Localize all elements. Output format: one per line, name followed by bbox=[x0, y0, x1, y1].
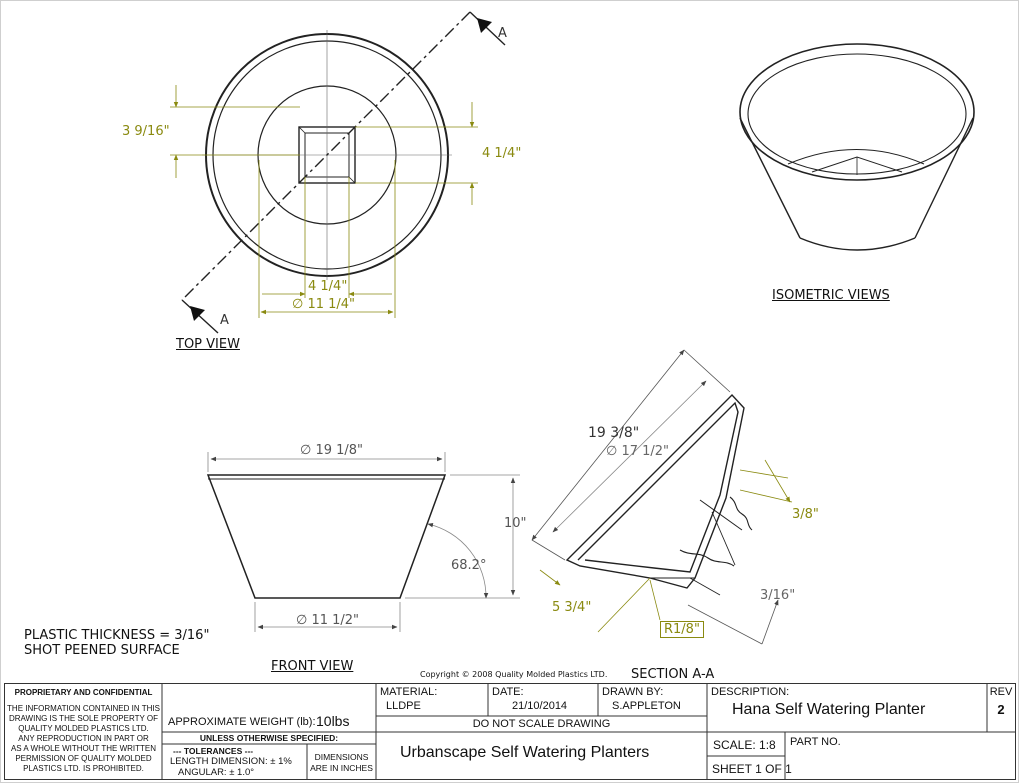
note-shot-peened: SHOT PEENED SURFACE bbox=[24, 643, 180, 658]
date-value: 21/10/2014 bbox=[512, 700, 568, 712]
material-label: MATERIAL: bbox=[380, 686, 438, 698]
top-view-geometry bbox=[181, 11, 506, 334]
front-view-title: FRONT VIEW bbox=[271, 659, 354, 674]
front-view-dimensions bbox=[207, 452, 520, 632]
isometric-geometry bbox=[739, 43, 975, 251]
scale-value: SCALE: 1:8 bbox=[713, 738, 776, 752]
rev-label: REV bbox=[989, 686, 1013, 698]
dim-section-inner-diameter: ∅ 17 1/2" bbox=[606, 444, 670, 459]
drawn-by-value: S.APPLETON bbox=[612, 700, 681, 712]
dim-inner-width: 4 1/4" bbox=[308, 279, 348, 294]
part-no-label: PART NO. bbox=[790, 736, 841, 748]
proprietary-line: ANY REPRODUCTION IN PART OR bbox=[18, 734, 149, 743]
angular-tolerance: ANGULAR: ± 1.0° bbox=[178, 767, 255, 778]
proprietary-line: AS A WHOLE WITHOUT THE WRITTEN bbox=[10, 744, 157, 753]
weight-label: APPROXIMATE WEIGHT (lb): bbox=[168, 716, 316, 728]
dimensions-note-1: DIMENSIONS bbox=[314, 752, 369, 762]
note-plastic-thickness: PLASTIC THICKNESS = 3/16" bbox=[24, 628, 210, 643]
tolerances-heading: --- TOLERANCES --- bbox=[173, 746, 254, 756]
dim-section-depth: 5 3/4" bbox=[552, 600, 592, 615]
dim-front-bottom-diameter: ∅ 11 1/2" bbox=[296, 613, 360, 628]
dim-top-diameter: ∅ 11 1/4" bbox=[292, 297, 356, 312]
description-value: Hana Self Watering Planter bbox=[732, 701, 926, 718]
top-view-title: TOP VIEW bbox=[176, 337, 240, 352]
unless-specified: UNLESS OTHERWISE SPECIFIED: bbox=[199, 733, 339, 743]
date-label: DATE: bbox=[492, 686, 524, 698]
proprietary-line: THE INFORMATION CONTAINED IN THIS bbox=[7, 704, 160, 713]
dim-section-radius: R1/8" bbox=[660, 621, 704, 638]
proprietary-line: PERMISSION OF QUALITY MOLDED bbox=[15, 754, 152, 763]
dim-right-height: 4 1/4" bbox=[482, 146, 522, 161]
front-view-geometry bbox=[206, 474, 447, 599]
section-dimensions bbox=[531, 349, 793, 645]
proprietary-line: PLASTICS LTD. IS PROHIBITED. bbox=[23, 764, 144, 773]
section-marker-top: A bbox=[498, 26, 507, 41]
copyright-notice: Copyright © 2008 Quality Molded Plastics… bbox=[420, 670, 608, 679]
series-name: Urbanscape Self Watering Planters bbox=[400, 744, 650, 761]
weight-value: 10lbs bbox=[316, 713, 350, 729]
material-value: LLDPE bbox=[386, 700, 421, 712]
length-tolerance: LENGTH DIMENSION: ± 1% bbox=[170, 756, 292, 767]
section-marker-bottom: A bbox=[220, 313, 229, 328]
dim-left-height: 3 9/16" bbox=[122, 124, 170, 139]
description-label: DESCRIPTION: bbox=[711, 686, 790, 698]
proprietary-line: DRAWING IS THE SOLE PROPERTY OF bbox=[8, 714, 159, 723]
section-view-title: SECTION A-A bbox=[631, 667, 715, 682]
dim-front-angle: 68.2° bbox=[451, 558, 487, 573]
sheet-number: SHEET 1 OF 1 bbox=[712, 762, 792, 776]
do-not-scale: DO NOT SCALE DRAWING bbox=[472, 718, 611, 730]
dim-section-thickness: 3/16" bbox=[760, 588, 796, 603]
proprietary-line: QUALITY MOLDED PLASTICS LTD. bbox=[18, 724, 149, 733]
isometric-view-title: ISOMETRIC VIEWS bbox=[772, 288, 890, 303]
proprietary-text: THE INFORMATION CONTAINED IN THIS DRAWIN… bbox=[6, 704, 161, 774]
top-view-dimensions bbox=[170, 85, 478, 318]
dimensions-note-2: ARE IN INCHES bbox=[310, 763, 373, 773]
drawn-by-label: DRAWN BY: bbox=[602, 686, 664, 698]
dim-front-top-diameter: ∅ 19 1/8" bbox=[300, 443, 364, 458]
dim-front-height: 10" bbox=[504, 516, 527, 531]
proprietary-heading: PROPRIETARY AND CONFIDENTIAL bbox=[14, 688, 153, 697]
dim-section-overall: 19 3/8" bbox=[588, 425, 640, 441]
title-block-lines bbox=[4, 683, 1016, 780]
dim-section-wall: 3/8" bbox=[792, 507, 819, 522]
rev-value: 2 bbox=[997, 702, 1005, 717]
section-geometry bbox=[565, 393, 753, 596]
